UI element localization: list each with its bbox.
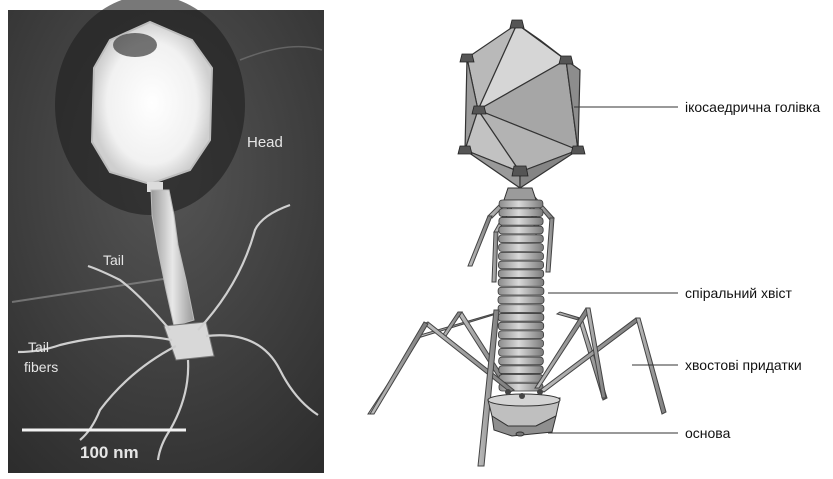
tail-ring [499,209,543,217]
tail-ring [499,235,544,243]
micrograph-label-tail-fibers: Tail [28,339,49,355]
tail-ring [499,340,544,348]
tail-ring [499,252,544,260]
tail-ring [498,270,543,278]
tail-ring [499,217,543,225]
tail-ring [499,366,543,374]
tail-ring [499,375,543,383]
collar [504,188,536,200]
tail-ring [498,287,544,295]
phage-diagram: ікосаедрична голівка спіральний хвіст хв… [368,20,820,466]
tail-ring [498,322,543,330]
tail-ring [499,200,543,208]
tail-ring [499,357,544,365]
micrograph-panel: Head Tail Tail fibers 100 nm [8,0,324,473]
tail-ring [498,331,543,339]
tail-ring [498,279,544,287]
tail-ring [498,313,544,321]
helical-tail [498,200,544,391]
callout-icosahedral-head: ікосаедрична голівка [685,99,820,115]
micrograph-head-dark-spot [113,33,157,57]
tail-ring [498,305,544,313]
callout-helical-tail: спіральний хвіст [685,285,793,301]
tail-ring [498,261,543,269]
micrograph-label-head: Head [247,134,283,151]
scale-bar-label: 100 nm [80,443,139,462]
tail-ring [498,296,544,304]
tail-ring [499,244,544,252]
tail-ring [499,348,544,356]
callout-baseplate: основа [685,425,731,441]
tail-ring [499,226,543,234]
micrograph-label-tail-fibers: fibers [24,359,58,375]
baseplate [488,394,560,436]
micrograph-label-tail: Tail [103,252,124,268]
callout-tail-fibers: хвостові придатки [685,357,802,373]
